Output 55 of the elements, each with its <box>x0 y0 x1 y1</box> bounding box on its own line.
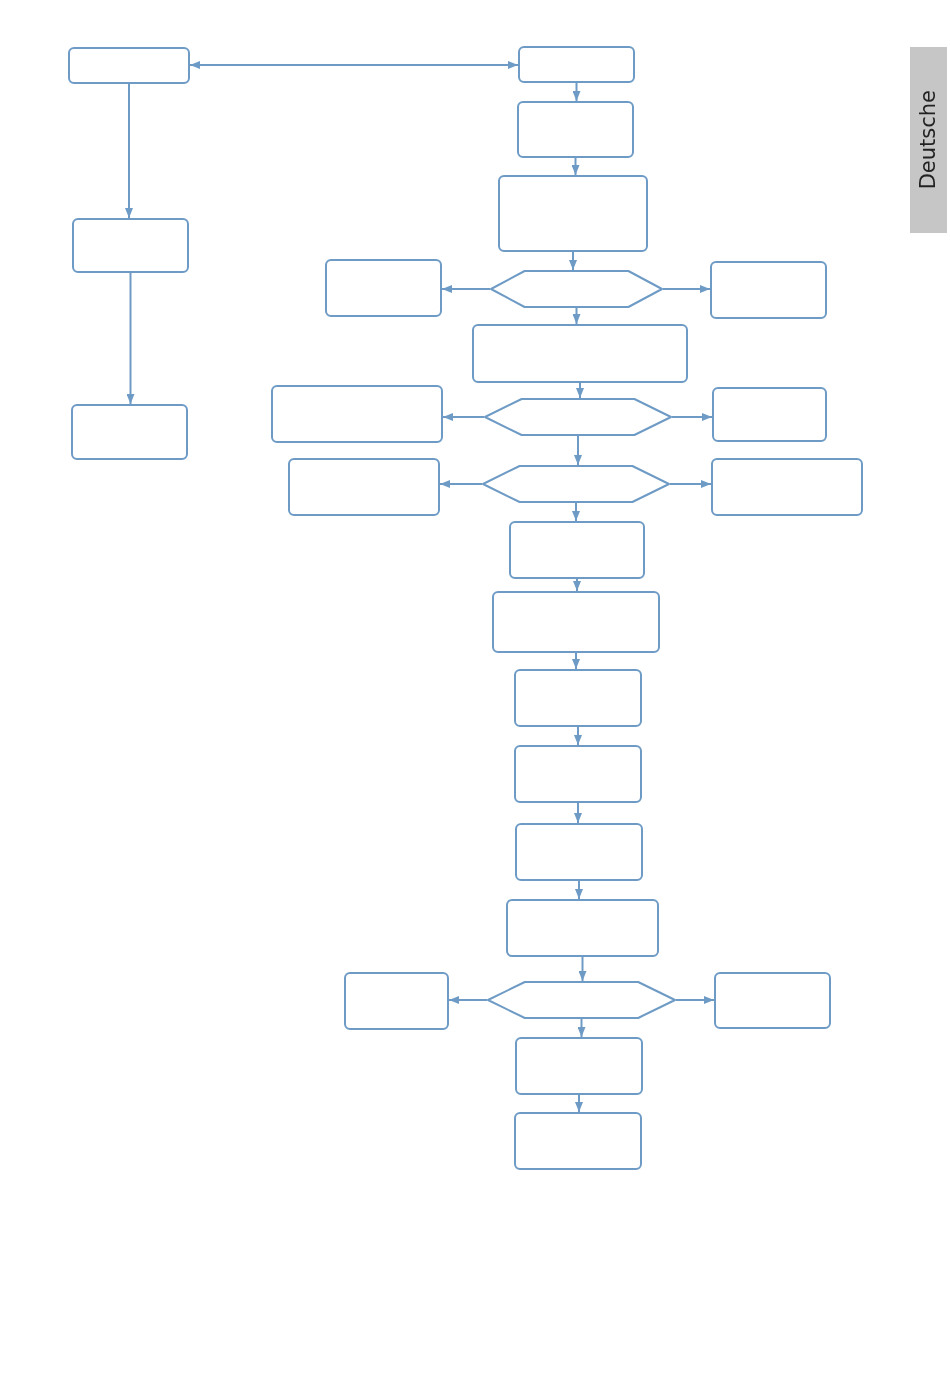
process-box <box>506 899 659 957</box>
process-box <box>288 458 440 516</box>
arrow <box>669 480 712 488</box>
arrow <box>569 251 577 271</box>
arrow <box>574 802 582 824</box>
arrow <box>662 285 711 293</box>
arrow <box>574 726 582 746</box>
arrow <box>126 272 135 405</box>
tab-label: Deutsche <box>918 90 939 190</box>
process-box <box>325 259 442 317</box>
arrow <box>448 996 488 1004</box>
process-box <box>344 972 449 1030</box>
process-box <box>514 745 642 803</box>
arrow <box>442 413 485 421</box>
process-box <box>492 591 660 653</box>
arrow <box>575 880 583 900</box>
process-box <box>68 47 190 84</box>
process-box <box>472 324 688 383</box>
process-box <box>515 823 643 881</box>
arrow <box>671 413 713 421</box>
arrow <box>576 382 584 399</box>
arrow <box>441 285 491 293</box>
arrow <box>675 996 715 1004</box>
arrow <box>578 956 587 982</box>
process-box <box>271 385 443 443</box>
arrow <box>572 82 581 102</box>
process-box <box>711 458 863 516</box>
arrow <box>572 652 580 670</box>
decision-hexagon <box>482 465 670 503</box>
decision-hexagon <box>490 270 663 308</box>
arrow <box>571 157 580 176</box>
process-box <box>514 669 642 727</box>
process-box <box>514 1112 642 1170</box>
process-box <box>714 972 831 1029</box>
decision-hexagon <box>484 398 672 436</box>
process-box <box>498 175 648 252</box>
process-box <box>72 218 189 273</box>
process-box <box>71 404 188 460</box>
process-box <box>710 261 827 319</box>
arrow <box>125 83 133 219</box>
process-box <box>515 1037 643 1095</box>
arrow <box>575 1094 583 1113</box>
arrow <box>574 435 582 466</box>
process-box <box>518 46 635 83</box>
arrow <box>572 502 580 522</box>
process-box <box>517 101 634 158</box>
arrow <box>577 1018 586 1038</box>
arrow <box>439 480 483 488</box>
double-arrow <box>189 61 519 69</box>
process-box <box>509 521 645 579</box>
arrow <box>573 578 581 592</box>
decision-hexagon <box>487 981 676 1019</box>
section-tab <box>910 47 947 233</box>
process-box <box>712 387 827 442</box>
arrow <box>572 307 581 325</box>
